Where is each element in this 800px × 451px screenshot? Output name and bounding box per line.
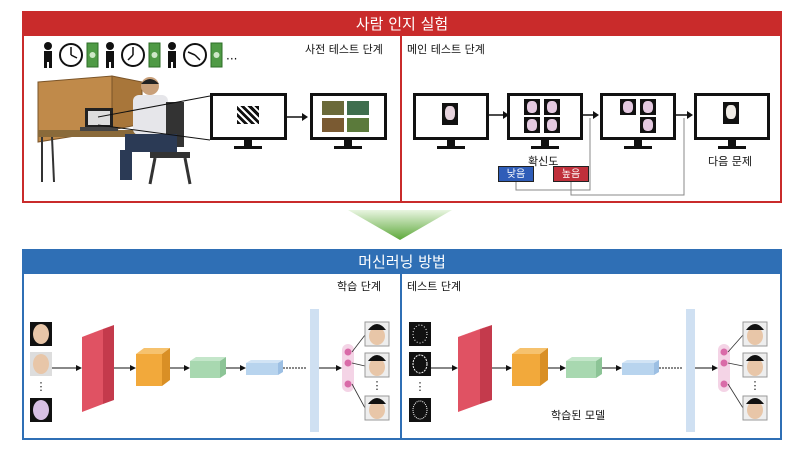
human-experiment-header: 사람 인지 실험 [22,11,782,36]
main-monitor-4 [694,93,770,150]
animal-image-1 [322,101,344,115]
test-input-faces: ⋮ [409,322,431,422]
train-label: 학습 단계 [337,280,381,293]
bottom-divider [400,274,402,440]
money-icon [210,42,223,68]
top-divider [400,36,402,203]
ml-method-header: 머신러닝 방법 [22,249,782,274]
pretest-label: 사전 테스트 단계 [305,43,383,56]
pretest-monitor-1 [210,93,287,150]
icon-row [44,42,223,68]
person-icon [168,42,176,68]
confidence-low-button[interactable]: 낮음 [498,166,534,182]
main-monitor-1 [413,93,489,150]
pretest-monitor-2 [310,93,387,150]
person-icon [44,42,52,68]
animal-image-2 [347,101,369,115]
icon-ellipsis: ··· [226,52,238,66]
money-icon [148,42,161,68]
test-label: 테스트 단계 [407,280,462,293]
clock-icon [59,43,83,67]
person-icon [106,42,114,68]
ml-method-title: 머신러닝 방법 [358,253,446,271]
next-question-label: 다음 문제 [708,155,752,168]
main-monitor-3 [600,93,676,150]
animal-image-3 [322,118,344,132]
noise-image [237,106,259,124]
confidence-label: 확신도 [528,155,559,168]
svg-text:⋮: ⋮ [750,379,761,392]
money-icon [86,42,99,68]
animal-image-4 [347,118,369,132]
clock-icon [121,43,145,67]
svg-text:⋮: ⋮ [415,380,426,393]
svg-text:⋮: ⋮ [372,379,383,392]
test-output-faces: ⋮ [742,321,768,421]
down-arrow-icon [348,210,452,240]
train-output-faces: ⋮ [364,321,390,421]
main-monitor-2 [507,93,583,150]
human-experiment-title: 사람 인지 실험 [355,15,449,33]
train-input-faces: ⋮ [30,322,52,422]
svg-text:⋮: ⋮ [36,380,47,393]
main-test-label: 메인 테스트 단계 [407,43,485,56]
participant-booth-illustration [37,75,192,185]
clock-icon [183,43,207,67]
confidence-high-button[interactable]: 높음 [553,166,589,182]
trained-model-label: 학습된 모델 [551,409,606,422]
